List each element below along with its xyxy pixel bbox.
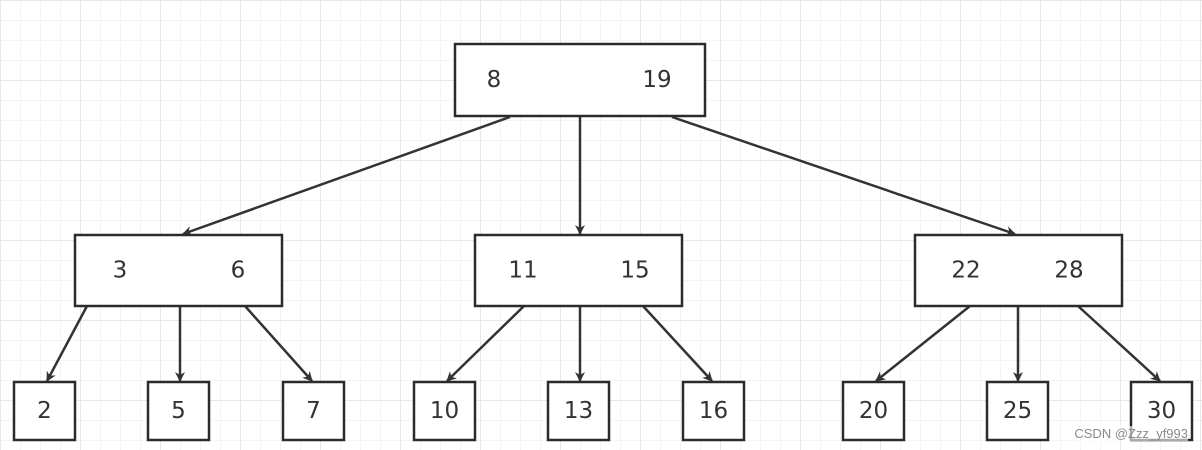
node-box (281, 380, 346, 442)
node-key: 30 (1147, 398, 1176, 424)
node-key: 5 (171, 398, 186, 424)
tree-node-l1: 2 (12, 380, 77, 442)
node-box (546, 380, 611, 442)
tree-node-l6: 16 (681, 380, 746, 442)
node-box (412, 380, 477, 442)
node-box (473, 233, 684, 308)
edge-n2-to-l6 (642, 305, 713, 382)
tree-node-root: 8 19 (453, 42, 707, 118)
node-key: 8 (487, 67, 502, 93)
tree-node-l4: 10 (412, 380, 477, 442)
tree-node-l2: 5 (146, 380, 211, 442)
node-key: 3 (113, 258, 128, 284)
node-key: 25 (1003, 398, 1032, 424)
node-key: 10 (430, 398, 459, 424)
tree-node-n3: 22 28 (913, 233, 1124, 308)
node-key: 2 (37, 398, 52, 424)
edge-root-to-n1 (182, 115, 511, 236)
edges-layer (45, 115, 1161, 382)
node-box (985, 380, 1050, 442)
node-box (841, 380, 906, 442)
edge-n3-to-l9 (1077, 305, 1161, 382)
node-key: 22 (951, 258, 980, 284)
watermark-text: CSDN @Zzz_yf993 (1074, 426, 1188, 441)
tree-node-l8: 25 (985, 380, 1050, 442)
node-key: 19 (642, 67, 671, 93)
edge-n1-to-l1 (45, 305, 89, 382)
node-key: 6 (231, 258, 246, 284)
edge-root-to-n3 (671, 115, 1016, 236)
edge-n2-to-l4 (446, 305, 525, 382)
tree-node-l5: 13 (546, 380, 611, 442)
tree-node-n2: 11 15 (473, 233, 684, 308)
node-box (12, 380, 77, 442)
node-box (681, 380, 746, 442)
node-key: 15 (620, 258, 649, 284)
node-box (913, 233, 1124, 308)
node-key: 7 (306, 398, 321, 424)
node-box (146, 380, 211, 442)
node-key: 28 (1054, 258, 1083, 284)
node-key: 16 (699, 398, 728, 424)
edge-n3-to-l7 (875, 305, 971, 382)
tree-node-l3: 7 (281, 380, 346, 442)
node-key: 13 (564, 398, 593, 424)
tree-node-l7: 20 (841, 380, 906, 442)
node-key: 20 (859, 398, 888, 424)
node-box (73, 233, 284, 308)
node-box (453, 42, 707, 118)
node-key: 11 (508, 258, 537, 284)
edge-n1-to-l3 (244, 305, 313, 382)
